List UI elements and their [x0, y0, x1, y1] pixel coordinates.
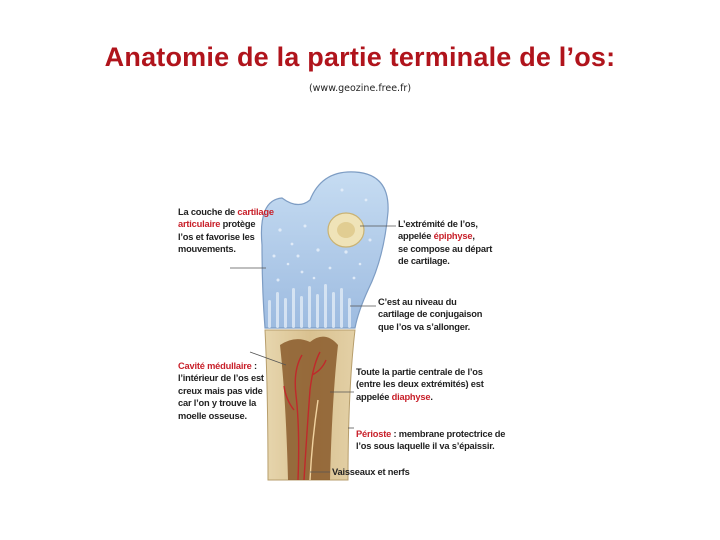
label-medullary-cavity: Cavité médullaire : l’intérieur de l’os …	[178, 361, 264, 421]
label-diaphysis: Toute la partie centrale de l’os (entre …	[356, 367, 484, 402]
label-periosteum: Périoste : membrane protectrice de l’os …	[356, 429, 506, 452]
page-title: Anatomie de la partie terminale de l’os:	[104, 42, 616, 72]
source-credit: (www.geozine.free.fr)	[308, 83, 412, 94]
leader-lines	[230, 225, 396, 473]
label-articular-cartilage: La couche de cartilage articulaire protè…	[178, 207, 274, 255]
growth-plate-pattern	[268, 284, 351, 328]
bone-illustration	[230, 171, 396, 481]
vessels-and-nerves	[283, 351, 327, 481]
label-growth-plate: C’est au niveau du cartilage de conjugai…	[378, 297, 483, 332]
label-epiphysis: L’extrémité de l’os, appelée épiphyse, s…	[398, 219, 493, 267]
label-vessels-nerves: Vaisseaux et nerfs	[332, 467, 410, 477]
bone-anatomy-figure: La couche de cartilage articulaire protè…	[170, 160, 505, 485]
